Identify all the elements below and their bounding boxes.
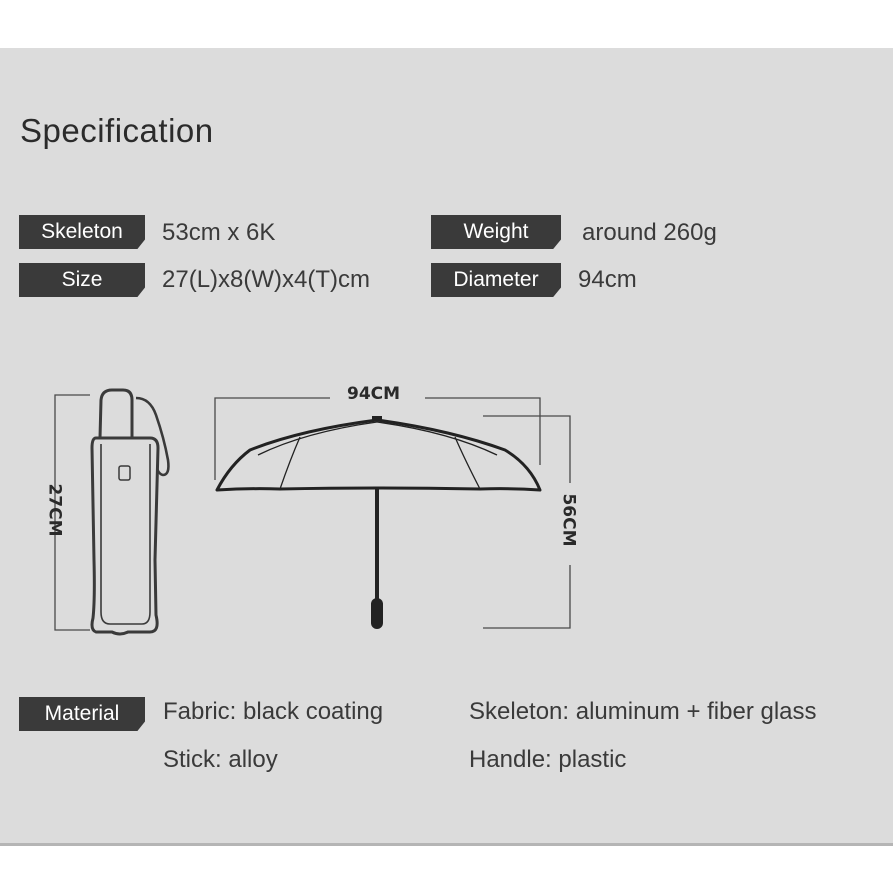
material-fabric: Fabric: black coating: [163, 698, 384, 725]
height-dimension-bottom: [483, 565, 571, 629]
divider: [0, 843, 893, 846]
width-dimension-left: [214, 397, 330, 480]
material-tag: Material: [19, 697, 145, 731]
page-title: Specification: [20, 112, 214, 149]
diameter-tag: Diameter: [431, 263, 561, 297]
closed-umbrella: [90, 388, 170, 636]
material-skeleton: Skeleton: aluminum + fiber glass: [469, 698, 817, 725]
length-dimension-bracket: [54, 394, 90, 631]
open-umbrella: [215, 416, 542, 629]
width-dimension-label: 94CM: [347, 384, 401, 404]
material-handle: Handle: plastic: [469, 746, 627, 773]
weight-value: around 260g: [582, 219, 717, 246]
length-dimension-label: 27CM: [44, 483, 65, 537]
width-dimension-right: [425, 397, 541, 465]
skeleton-tag: Skeleton: [19, 215, 145, 249]
diameter-value: 94cm: [578, 266, 637, 293]
material-stick: Stick: alloy: [163, 746, 278, 773]
weight-tag: Weight: [431, 215, 561, 249]
skeleton-value: 53cm x 6K: [162, 219, 276, 246]
height-dimension-label: 56CM: [558, 493, 579, 547]
height-dimension-top: [483, 415, 571, 483]
size-tag: Size: [19, 263, 145, 297]
size-value: 27(L)x8(W)x4(T)cm: [162, 266, 370, 293]
